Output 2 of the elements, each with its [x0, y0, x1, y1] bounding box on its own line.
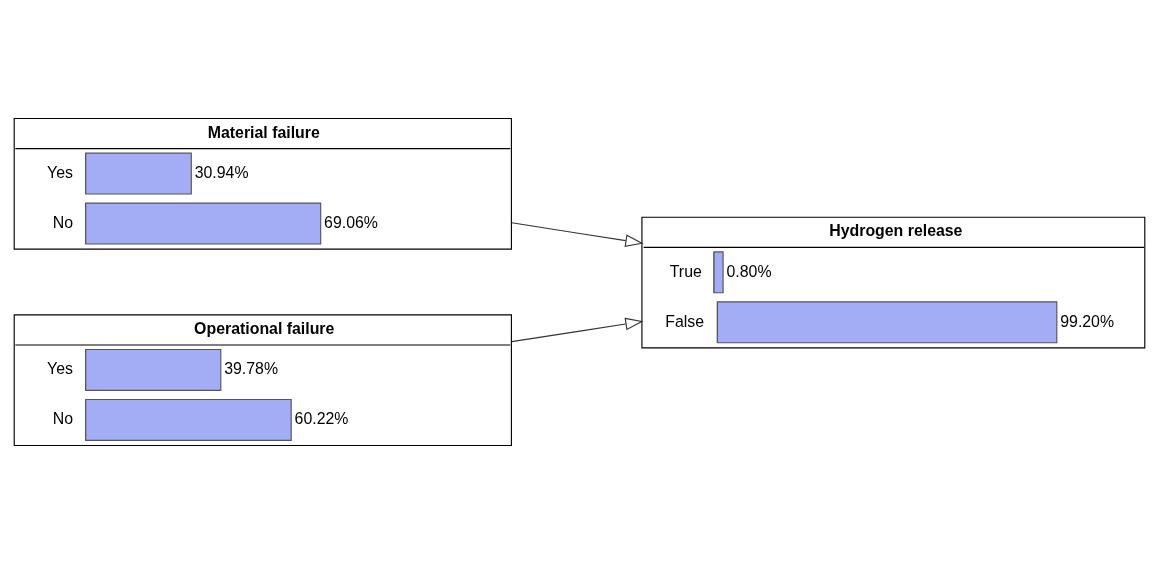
- arrow: [511, 221, 644, 247]
- arrow: [511, 317, 644, 342]
